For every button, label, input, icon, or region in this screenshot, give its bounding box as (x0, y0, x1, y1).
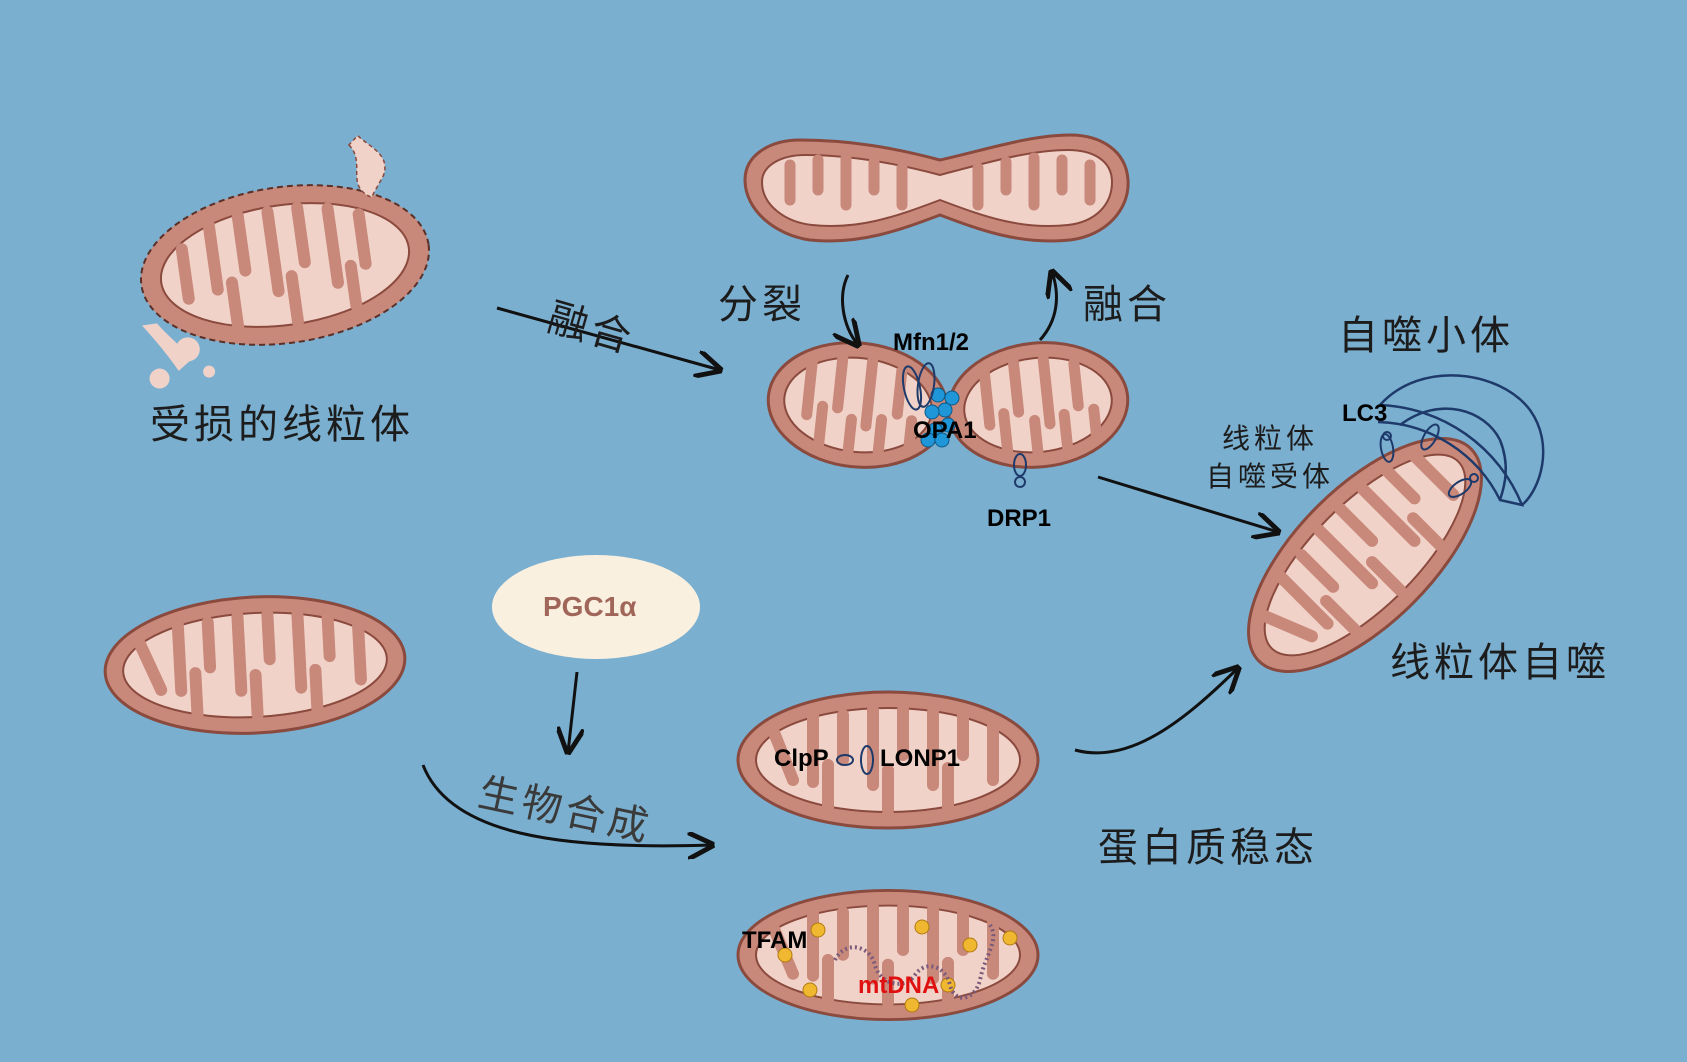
mfn-receptors (901, 362, 936, 411)
arrow-biogenesis (421, 764, 712, 846)
autophagosome-label: 自噬小体 (1338, 313, 1514, 359)
lc3-label: LC3 (1342, 400, 1388, 427)
arrow-proteostasis (1074, 668, 1238, 755)
pgc1a-label: PGC1α (543, 591, 637, 622)
tfam-dots (777, 919, 1018, 1013)
dividing-mitochondria (762, 334, 1134, 488)
pgc1a-node (492, 555, 700, 659)
damaged-mitochondrion (140, 134, 430, 389)
arrow-fission (843, 274, 858, 345)
damaged-mitochondria-label: 受损的线粒体 (150, 402, 414, 448)
arrow-fusion (1038, 272, 1056, 342)
mtdna-label: mtDNA (858, 972, 940, 999)
fused-mitochondrion (743, 133, 1130, 243)
tfam-label: TFAM (742, 927, 808, 954)
fission-label: 分裂 (718, 282, 806, 328)
opa1-label: OPA1 (913, 417, 977, 444)
protease-symbols (836, 745, 874, 775)
clpp-label: ClpP (774, 745, 829, 772)
healthy-mitochondrion (102, 589, 409, 741)
receptor-label-line2: 自噬受体 (1206, 460, 1335, 493)
receptor-label-line1: 线粒体 (1222, 422, 1319, 455)
mfn-label: Mfn1/2 (893, 329, 970, 356)
lonp1-label: LONP1 (880, 745, 961, 772)
autophagosome-membrane (1377, 374, 1545, 507)
mtdna-strand (833, 923, 996, 1000)
mitophagy-label: 线粒体自噬 (1390, 640, 1610, 686)
drp1-receptor (1013, 453, 1027, 488)
opa1-cluster (920, 387, 960, 448)
fusion-label: 融合 (1083, 282, 1171, 328)
arrow-pgc-down (568, 671, 577, 752)
arrow-to-mitophagy (1097, 475, 1278, 532)
arrow-damaged-to-fusion (496, 306, 720, 370)
drp1-label: DRP1 (987, 505, 1052, 532)
lc3-receptors (1379, 423, 1479, 498)
proteostasis-label: 蛋白质稳态 (1098, 825, 1318, 871)
